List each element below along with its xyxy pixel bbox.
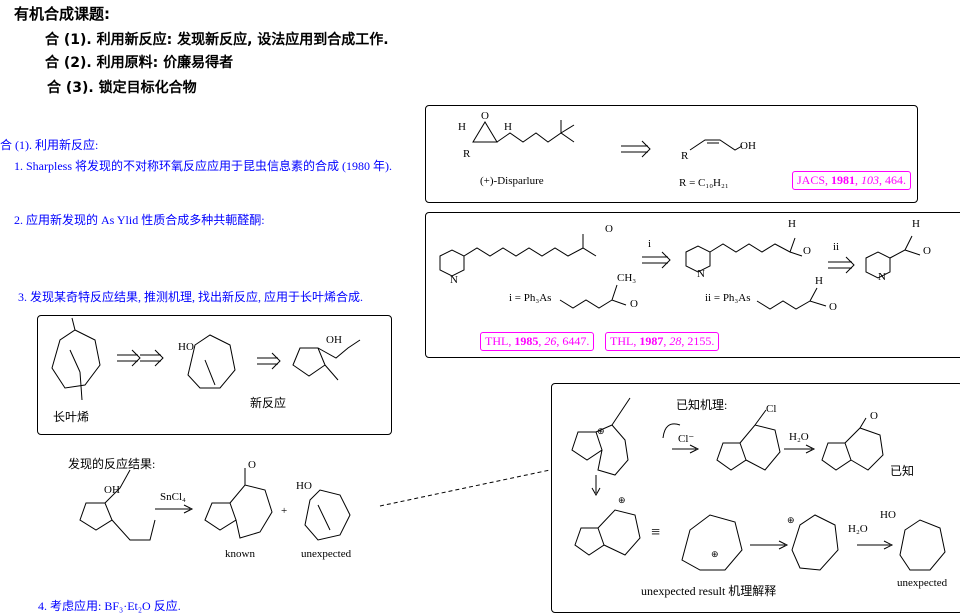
label-cl: Cl [766, 403, 777, 415]
label-o: O [481, 110, 489, 122]
ref-year: 1981 [831, 173, 856, 187]
topic-3: 合 (3). 锁定目标化合物 [47, 80, 197, 96]
label-o: O [630, 298, 638, 310]
explanation-label: unexpected result 机理解释 [641, 584, 777, 598]
label-h: H [912, 218, 920, 230]
label-o: O [870, 410, 878, 422]
unexpected-label: unexpected [301, 548, 352, 560]
dashed-connector [379, 469, 551, 507]
known-label: 已知 [890, 464, 915, 478]
ref-year: 1985 [514, 334, 539, 348]
ref-volume: 26 [544, 334, 557, 348]
label-oh: OH [740, 140, 756, 152]
disparlure-structure [472, 120, 743, 158]
new-reaction-label: 新反应 [250, 396, 287, 410]
ref-page: , 6447. [556, 334, 590, 348]
label-water: H₂O [789, 431, 809, 443]
longifolene-label: 长叶烯 [53, 410, 90, 424]
ref-page: , 2155. [681, 334, 715, 348]
ref-journal: THL, [610, 334, 640, 348]
known-mechanism-label: 已知机理: [676, 398, 728, 412]
reference-jacs[interactable]: JACS, 1981, 103, 464. [792, 171, 912, 190]
item-1: 1. Sharpless 将发现的不对称环氧反应应用于昆虫信息素的合成 (198… [14, 159, 392, 173]
disparlure-name: (+)-Disparlure [480, 175, 544, 187]
ref-volume: 103 [861, 173, 880, 187]
label-n: N [697, 268, 705, 280]
longifolene-box [37, 315, 392, 435]
slide-title: 有机合成课题: [14, 5, 110, 23]
topic-2: 合 (2). 利用原料: 价廉易得者 [45, 55, 234, 71]
label-ho: HO [880, 509, 896, 521]
reference-thl-1987[interactable]: THL, 1987, 28, 2155. [605, 332, 720, 351]
reagent-i: i = Ph₃As [509, 292, 552, 304]
label-water: H₂O [848, 523, 868, 535]
label-oh: OH [326, 334, 342, 346]
arsonium-ylide-box [425, 212, 960, 358]
retro-arrow [621, 140, 651, 158]
reference-thl-1985[interactable]: THL, 1985, 26, 6447. [480, 332, 595, 351]
disparlure-box [425, 105, 918, 203]
label-o: O [605, 223, 613, 235]
pyridine-polyene-structures [439, 234, 921, 310]
label-r: R [463, 148, 471, 160]
item-4: 4. 考虑应用: BF₃·Et₂O 反应. [38, 599, 181, 613]
cation-charge: ⊕ [597, 426, 605, 436]
equivalence-sign: ≡ [651, 524, 661, 541]
unexpected-label: unexpected [897, 577, 948, 589]
label-h: H [815, 275, 823, 287]
plus-sign: + [281, 505, 288, 517]
label-o: O [803, 245, 811, 257]
item-3: 3. 发现某奇特反应结果, 推测机理, 找出新反应, 应用于长叶烯合成. [18, 290, 364, 304]
label-ch3: CH₃ [617, 272, 637, 284]
topic-1: 合 (1). 利用新反应: 发现新反应, 设法应用到合成工作. [45, 32, 389, 48]
ref-page: , 464. [879, 173, 907, 187]
cation-charge: ⊕ [711, 549, 719, 559]
ref-volume: 28 [669, 334, 682, 348]
label-h: H [788, 218, 796, 230]
label-cl-minus: Cl⁻ [678, 433, 695, 445]
label-r: R [681, 150, 689, 162]
label-oh: OH [104, 484, 120, 496]
cation-charge: ⊕ [618, 495, 626, 505]
item-2: 2. 应用新发现的 As Ylid 性质合成多种共軛醛酮: [14, 213, 265, 227]
ref-journal: JACS, [797, 173, 832, 187]
label-h: H [504, 121, 512, 133]
label-o: O [923, 245, 931, 257]
longifolene-structures [51, 317, 361, 401]
label-ho: HO [178, 341, 194, 353]
section-heading: 合 (1). 利用新反应: [0, 138, 99, 152]
mechanism-structures [571, 397, 946, 571]
reaction-arrow [155, 504, 194, 514]
label-n: N [878, 271, 886, 283]
label-ii: ii [833, 241, 840, 253]
reaction-structures [79, 468, 551, 541]
ref-journal: THL, [485, 334, 515, 348]
r-definition: R = C₁₀H₂₁ [679, 177, 729, 189]
reagent-ii: ii = Ph₃As [705, 292, 751, 304]
label-o: O [829, 301, 837, 313]
reagent-sncl4: SnCl₄ [160, 491, 186, 503]
label-h: H [458, 121, 466, 133]
cation-charge: ⊕ [787, 515, 795, 525]
reaction-title: 发现的反应结果: [68, 457, 156, 471]
label-i: i [648, 238, 652, 250]
label-n: N [450, 274, 458, 286]
curved-arrow [662, 423, 681, 439]
label-o: O [248, 459, 256, 471]
ref-year: 1987 [639, 334, 664, 348]
known-label: known [225, 548, 255, 560]
label-ho: HO [296, 480, 312, 492]
